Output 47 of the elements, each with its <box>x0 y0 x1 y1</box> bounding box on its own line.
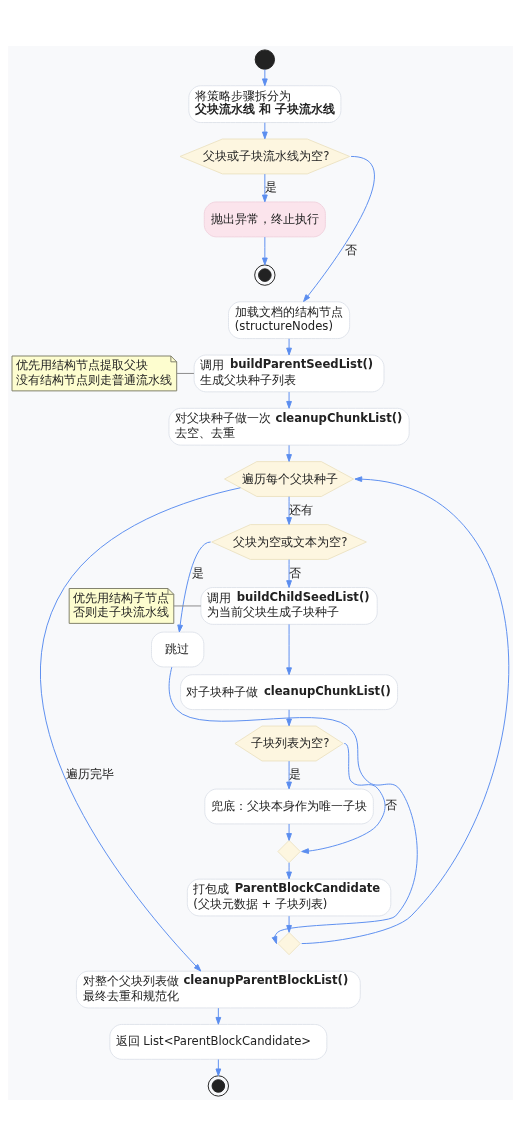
arrow <box>301 742 386 854</box>
edge-label: 否 <box>344 242 357 257</box>
edge-label: 是 <box>265 179 278 194</box>
node-box: 调用 buildParentSeedList() 生成父块种子列表 <box>193 354 385 392</box>
arrow <box>286 915 292 933</box>
arrow <box>177 541 212 632</box>
connector <box>176 372 195 374</box>
edge-label: 否 <box>385 797 398 812</box>
edge-label: 是 <box>289 766 302 781</box>
node-box: 加载文档的结构节点 (structureNodes) <box>228 300 351 339</box>
arrow <box>286 495 292 525</box>
node-circle <box>254 263 276 286</box>
arrow <box>286 861 292 879</box>
arrow <box>303 155 375 302</box>
edge-label: 遍历完毕 <box>65 766 114 781</box>
connector <box>173 604 202 606</box>
edge-label: 是 <box>192 564 205 579</box>
node-circle <box>254 48 276 70</box>
node-box: 跳过 <box>151 631 205 667</box>
arrow <box>262 236 268 265</box>
arrow <box>286 823 292 841</box>
arrow <box>40 486 241 972</box>
edge-label: 还有 <box>289 502 314 517</box>
arrow <box>286 760 292 789</box>
arrow <box>215 1058 222 1076</box>
arrow <box>286 558 292 588</box>
arrow <box>286 391 292 409</box>
arrow <box>286 337 292 355</box>
node-box: 对子块种子做 cleanupChunkList() <box>180 673 399 710</box>
arrow <box>286 708 292 726</box>
arrow <box>168 666 418 944</box>
node-diamond <box>277 931 301 955</box>
arrow <box>215 1007 222 1025</box>
arrow <box>262 173 268 202</box>
arrow <box>301 475 509 944</box>
arrow <box>286 623 292 675</box>
node-box: 返回 List<ParentBlockCandidate> <box>109 1023 328 1060</box>
arrow <box>286 444 292 462</box>
node-box: 兜底：父块本身作为唯一子块 <box>204 788 374 824</box>
node-box: 将策略步骤拆分为 父块流水线 和 子块流水线 <box>188 84 342 123</box>
node-diamond <box>277 839 301 863</box>
node-box: 对整个父块列表做 cleanupParentBlockList() 最终去重和规范化 <box>75 970 361 1008</box>
node-box: 调用 buildChildSeedList() 为当前父块生成子块种子 <box>200 586 378 625</box>
node-box: 打包成 ParentBlockCandidate (父块元数据 + 子块列表) <box>186 878 392 916</box>
edge-label: 否 <box>289 564 302 579</box>
node-box: 对父块种子做一次 cleanupChunkList() 去空、去重 <box>168 407 410 446</box>
node-box: 抛出异常，终止执行 <box>203 201 326 237</box>
